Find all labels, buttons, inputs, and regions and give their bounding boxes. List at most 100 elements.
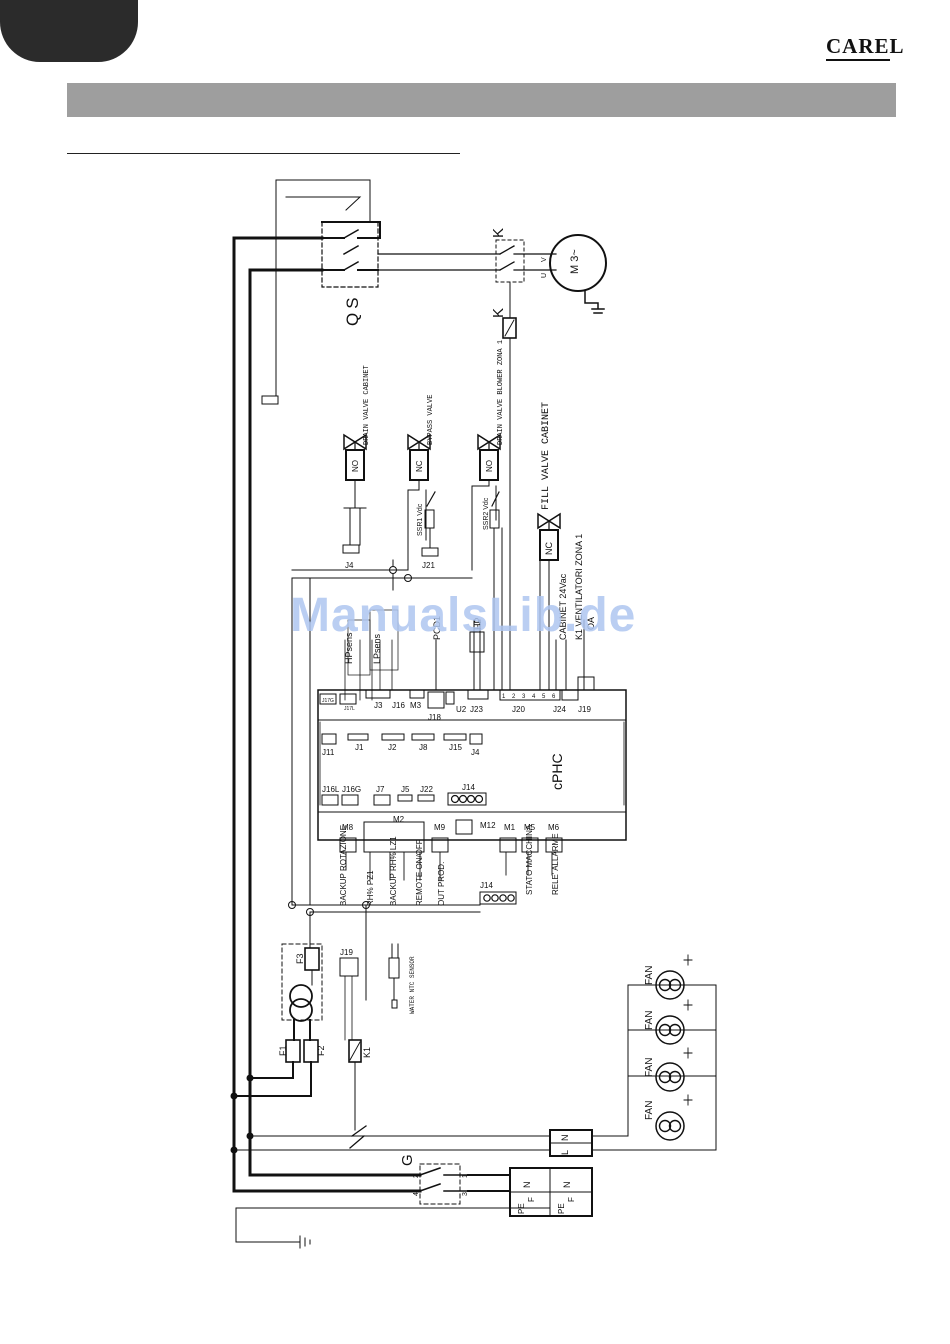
conn-j24: J24 [553, 705, 566, 714]
conn-u2: U2 [456, 705, 467, 714]
k-contactor-label: K [490, 228, 507, 238]
conn-j5: J5 [401, 785, 410, 794]
j20-pin-2: 2 [512, 694, 516, 700]
fan-label-3: FAN [644, 1058, 655, 1077]
drain-valve-cabinet-label: DRAIN VALVE CABINET [363, 365, 371, 445]
switch-pin-2: 2 [413, 1174, 420, 1178]
ssr2-label: SSR2 Vdc [483, 497, 490, 530]
switch-pin-4: 4 [413, 1192, 420, 1196]
k-coil-label: K [490, 308, 507, 318]
carel-logo: CAREL [826, 34, 905, 58]
j20-pin-5: 5 [542, 694, 546, 700]
conn-j14-low: J14 [480, 881, 493, 890]
motor-v-label: V [541, 257, 548, 262]
title-underline [67, 153, 460, 154]
hp-sensor-label: HPsens [344, 632, 354, 664]
f2-label: F2 [316, 1045, 326, 1056]
drain-valve-blower-label: DRAIN VALVE BLOWER ZONA 1 [497, 340, 505, 445]
conn-j8: J8 [419, 743, 428, 752]
conn-j20: J20 [512, 705, 525, 714]
conn-m1: M1 [504, 823, 516, 832]
conn-j19-top: J19 [578, 705, 591, 714]
backup-rh-lz1-label: BACKUP RH% LZ1 [389, 836, 398, 906]
conn-j11: J11 [322, 748, 335, 757]
hp-label: HP [473, 617, 483, 630]
rh-pz1-label: RH% PZ1 [366, 870, 375, 906]
terminal-f-left: F [527, 1197, 536, 1202]
conn-j7: J7 [376, 785, 385, 794]
bypass-valve-label: BYPASS VALVE [427, 395, 435, 445]
fan-label-1: FAN [644, 966, 655, 985]
cphc-label: cPHC [549, 753, 565, 790]
terminal-n-left: N [522, 1182, 532, 1189]
terminal-f-right: F [567, 1197, 576, 1202]
conn-j21: J21 [422, 561, 435, 570]
conn-j17l: J17L [344, 706, 355, 712]
fan-label-2: FAN [644, 1011, 655, 1030]
switch-pin-1: 1 [462, 1174, 469, 1178]
stato-macchina-label: STATO MACCHINA [525, 824, 534, 895]
valve-no-2: NO [485, 460, 494, 472]
conn-m3: M3 [410, 701, 422, 710]
conn-j15: J15 [449, 743, 462, 752]
valve-no-1: NO [351, 460, 360, 472]
j20-pin-1: 1 [502, 694, 506, 700]
conn-m9: M9 [434, 823, 446, 832]
fill-valve-cabinet-label: FILL VALVE CABINET [541, 402, 552, 510]
conn-j3: J3 [374, 701, 383, 710]
terminal-n-top: N [560, 1135, 570, 1142]
g-label: G [399, 1154, 416, 1166]
water-ntc-label: WATER NTC SENSOR [409, 956, 416, 1014]
k1-ventilatori-label: K1 VENTILATORI ZONA 1 [574, 534, 584, 640]
conn-m2: M2 [393, 815, 405, 824]
valve-nc-2: NC [544, 542, 554, 555]
conn-j4-top: J4 [345, 561, 354, 570]
conn-m8: M8 [342, 823, 354, 832]
terminal-pe-right: PE [557, 1203, 566, 1214]
conn-j4-mid: J4 [471, 748, 480, 757]
switch-pin-3: 3 [462, 1192, 469, 1196]
conn-j16l: J16L [322, 785, 340, 794]
qs-label: QS [343, 293, 362, 326]
out-prod-label: OUT PROD. [437, 862, 446, 906]
fan-label-4: FAN [644, 1101, 655, 1120]
rele-allarme-label: RELE' ALLARME [551, 833, 560, 895]
f1-label: F1 [278, 1045, 288, 1056]
conn-m5: M5 [524, 823, 536, 832]
valve-nc-1: NC [415, 460, 424, 472]
terminal-pe-left: PE [517, 1203, 526, 1214]
conn-j19-low: J19 [340, 948, 353, 957]
backup-rotazione-label: BACKUP ROTAZIONE [339, 825, 348, 906]
conn-j16: J16 [392, 701, 405, 710]
k1-label: K1 [362, 1047, 372, 1058]
ssr1-label: SSR1 Vdc [417, 503, 424, 536]
motor-label: M 3~ [569, 249, 581, 274]
conn-j2: J2 [388, 743, 397, 752]
terminal-l-top: L [560, 1150, 570, 1155]
conn-j14-mid: J14 [462, 783, 475, 792]
remote-onoff-label: REMOTE ON/OFF [415, 839, 424, 906]
f3-label: F3 [295, 953, 305, 964]
conn-m6: M6 [548, 823, 560, 832]
watermark: ManualsLib.de [290, 589, 637, 642]
lp-sensor-label: LPsens [372, 633, 382, 664]
conn-j23: J23 [470, 705, 483, 714]
motor-u-label: U [541, 273, 548, 278]
cabinet-24vac-label: CABINET 24Vac [558, 573, 568, 640]
pcd1-label: PCD1 [432, 616, 442, 640]
terminal-n-right: N [562, 1182, 572, 1189]
conn-j18: J18 [428, 713, 441, 722]
j20-pin-4: 4 [532, 694, 536, 700]
j20-pin-6: 6 [552, 694, 556, 700]
conn-j17g: J17G [322, 698, 334, 704]
oa-label: OA [586, 617, 596, 630]
conn-j1: J1 [355, 743, 364, 752]
conn-j16g: J16G [342, 785, 361, 794]
conn-m12: M12 [480, 821, 496, 830]
conn-j22: J22 [420, 785, 433, 794]
corner-tab [0, 0, 138, 62]
j20-pin-3: 3 [522, 694, 526, 700]
logo-underline [826, 59, 890, 61]
section-header-bar [67, 83, 896, 117]
